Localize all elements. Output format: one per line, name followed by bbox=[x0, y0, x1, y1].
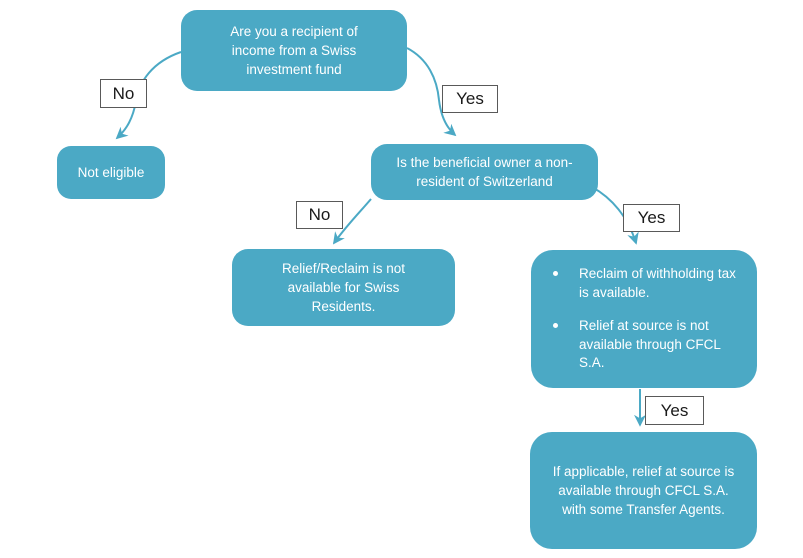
node-question-recipient: Are you a recipient of income from a Swi… bbox=[181, 10, 407, 91]
label-no-2: No bbox=[296, 201, 343, 229]
label-no-1: No bbox=[100, 79, 147, 108]
node-question-beneficial-owner: Is the beneficial owner a non-resident o… bbox=[371, 144, 598, 200]
bullet-text: Relief at source is not available throug… bbox=[579, 318, 721, 371]
label-yes-2: Yes bbox=[623, 204, 680, 232]
node-reclaim-info: Reclaim of withholding tax is available.… bbox=[531, 250, 757, 388]
bullet-icon bbox=[553, 270, 558, 276]
label-yes-3: Yes bbox=[645, 396, 704, 425]
node-not-eligible: Not eligible bbox=[57, 146, 165, 199]
bullet-item-reclaim: Reclaim of withholding tax is available. bbox=[531, 265, 757, 302]
node-swiss-residents: Relief/Reclaim is not available for Swis… bbox=[232, 249, 455, 326]
node-relief-source: If applicable, relief at source is avail… bbox=[530, 432, 757, 549]
bullet-item-relief: Relief at source is not available throug… bbox=[531, 317, 757, 373]
label-yes-1: Yes bbox=[442, 85, 498, 113]
bullet-icon bbox=[553, 323, 558, 329]
bullet-text: Reclaim of withholding tax is available. bbox=[579, 265, 736, 300]
